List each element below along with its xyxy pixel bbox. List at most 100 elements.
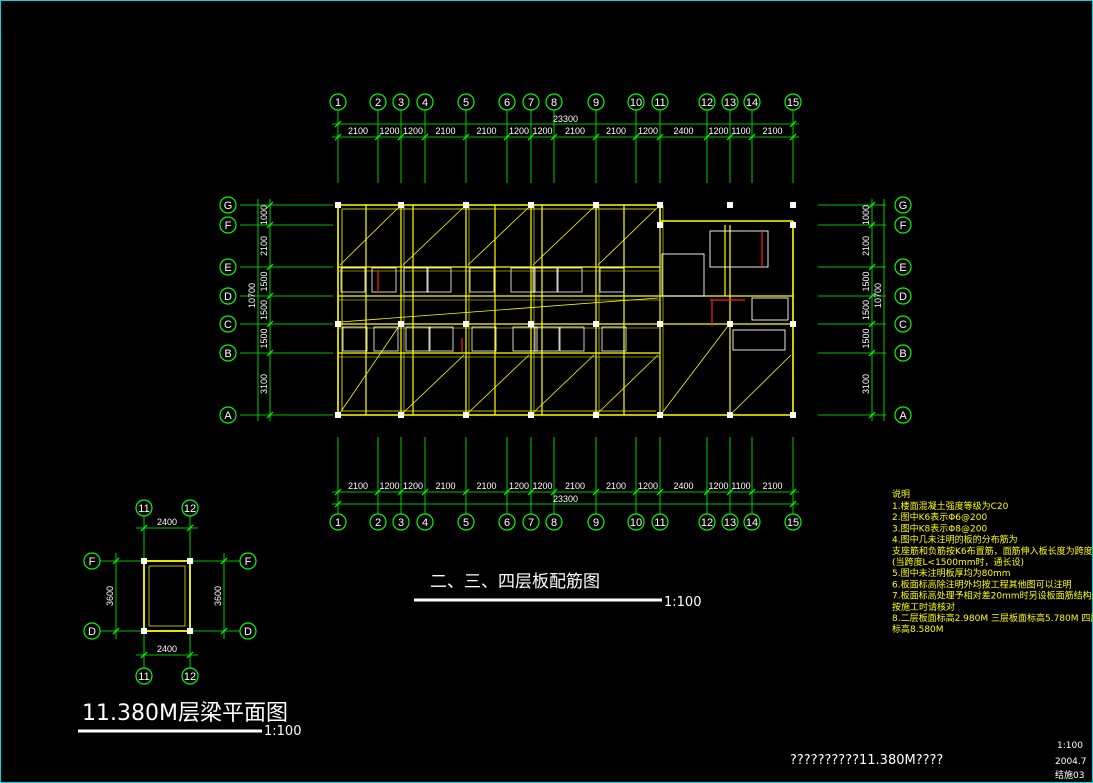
axis-bubble-label: B [224,348,231,360]
detail-bubble-12-top: 12 [181,499,199,517]
axis-bubble-label: C [899,319,907,331]
slab-diagonal [467,206,530,266]
bottom-total-tick [789,500,797,508]
axis-bubble-right-E: E [894,258,912,276]
top-dim-label: 2100 [762,126,782,136]
column-marker [790,412,796,418]
left-total-label: 10700 [247,283,257,308]
right-dim-label: 1500 [861,271,871,291]
axis-bubble-label: 10 [630,97,642,109]
axis-bubble-top-7: 7 [522,93,540,111]
right-dim-tick [868,221,876,229]
right-dim-tick [868,349,876,357]
axis-bubble-circle [219,216,237,234]
slab-diagonal [597,354,659,414]
axis-bubble-bottom-9: 9 [587,513,605,531]
note-line-7: 5.图中未注明板厚均为80mm [892,567,1011,579]
column-marker [790,321,796,327]
axis-bubble-label: F [225,220,232,232]
bottom-dim-tick [421,488,429,496]
axis-bubble-bottom-1: 1 [329,513,347,531]
axis-bubble-right-B: B [894,344,912,362]
detail-column [187,558,193,564]
axis-bubble-label: 9 [593,97,599,109]
axis-bubble-top-11: 11 [651,93,669,111]
axis-bubble-bottom-4: 4 [416,513,434,531]
bottom-dim-label: 1100 [731,481,750,491]
bottom-total-label: 23300 [553,494,578,504]
right-total-label: 10700 [873,283,883,308]
axis-bubble-label: 9 [593,517,599,529]
column-marker [727,321,733,327]
bottom-dim-tick [703,488,711,496]
axis-bubble-label: 11 [654,517,665,529]
axis-bubble-circle [894,406,912,424]
axis-bubble-label: A [899,410,907,422]
rebar-box [471,326,497,352]
detail-dim-tick [186,651,194,659]
detail-vdim-label-left: 3600 [105,586,115,606]
slab-diagonal [339,325,400,414]
left-dim-tick [266,349,274,357]
top-dim-tick [703,133,711,141]
right-dim-tick [868,263,876,271]
top-dim-label: 1100 [731,126,750,136]
rebar-box [557,267,583,293]
detail-dim-tick [140,651,148,659]
right-dim-tick [868,292,876,300]
axis-bubble-label: 14 [746,97,758,109]
axis-bubble-circle [894,258,912,276]
left-dim-tick [266,320,274,328]
top-dim-label: 1200 [379,126,399,136]
axis-bubble-label: 11 [138,503,149,515]
column-marker [657,412,663,418]
top-dim-tick [592,133,600,141]
note-line-10: 按施工时请核对 [892,601,955,613]
detail-dim-label-bottom: 2400 [157,644,177,654]
axis-bubble-label: 6 [504,517,510,529]
axis-bubble-right-G: G [894,196,912,214]
detail-dim-tick [140,524,148,532]
axis-bubble-label: 12 [184,503,196,515]
detail-bubble-F-left: F [83,552,101,570]
top-dim-tick [334,133,342,141]
detail-vdim-tick [220,557,228,565]
note-line-5: 支座筋和负筋按K6布置筋，面筋伸入板长度为跨度L/4 [892,545,1093,557]
detail-vdim-label-right: 3600 [213,586,223,606]
column-marker [790,222,796,228]
left-dim-label: 1500 [259,271,269,291]
detail-vdim-tick [112,627,120,635]
rebar-box [342,326,368,352]
column-marker [335,202,341,208]
axis-bubble-top-4: 4 [416,93,434,111]
detail-dim-label-top: 2400 [157,517,177,527]
top-dim-tick [421,133,429,141]
axis-bubble-label: 11 [654,97,665,109]
axis-bubble-label: 2 [375,97,381,109]
slab-diagonal [532,206,595,266]
titleblock-sheet: 结施03 [1055,769,1084,781]
axis-bubble-label: 11 [138,671,149,683]
axis-bubble-circle [219,287,237,305]
slab-diagonal [532,354,595,414]
rebar-box [512,326,538,352]
axis-bubble-label: 15 [787,97,799,109]
axis-bubble-left-B: B [219,344,237,362]
bottom-dim-label: 2100 [606,481,626,491]
axis-bubble-left-F: F [219,216,237,234]
titleblock-date: 2004.7 [1055,757,1087,767]
axis-bubble-label: F [245,556,252,568]
right-dim-label: 1500 [861,300,871,320]
axis-bubble-bottom-6: 6 [498,513,516,531]
slab-diagonal [597,206,659,266]
top-dim-label: 2100 [435,126,455,136]
detail-column [141,558,147,564]
column-marker [727,412,733,418]
titleblock-scale: 1:100 [1057,741,1083,751]
left-dim-label: 1000 [259,205,269,225]
detail-bubble-D-left: D [83,622,101,640]
room-box [732,329,786,351]
axis-bubble-top-10: 10 [627,93,645,111]
column-marker [593,412,599,418]
room-box [751,297,789,321]
